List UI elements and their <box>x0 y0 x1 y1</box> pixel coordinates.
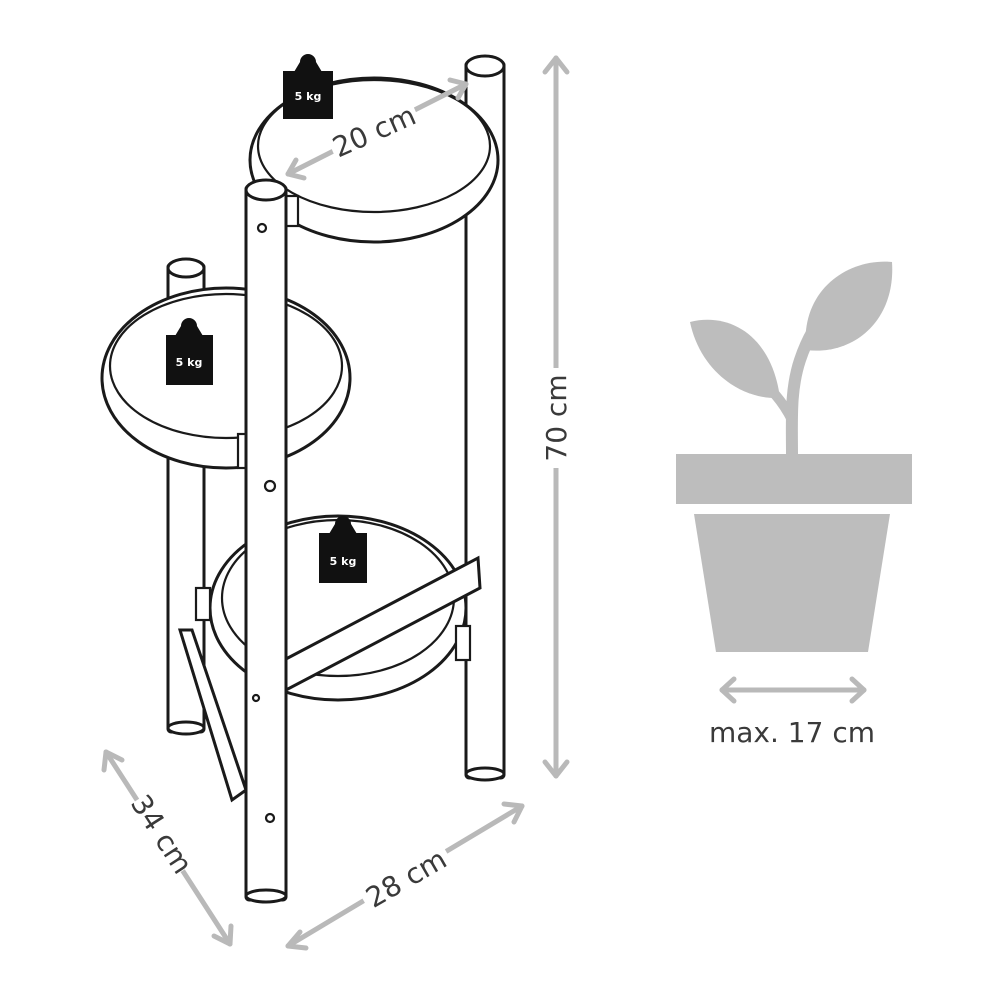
back-right-leg <box>464 54 506 782</box>
weight-label-bottom: 5 kg <box>330 555 357 568</box>
weight-label-middle: 5 kg <box>176 356 203 369</box>
plant-pot-icon <box>676 261 912 652</box>
pot-max-label: max. 17 cm <box>709 716 875 749</box>
pot-max-arrow <box>719 676 867 704</box>
front-leg <box>244 178 288 904</box>
weight-label-top: 5 kg <box>295 90 322 103</box>
weight-icon-middle: 5 kg <box>166 318 213 385</box>
weight-icon-top: 5 kg <box>283 54 333 119</box>
height-label: 70 cm <box>540 374 573 461</box>
middle-tray <box>100 286 352 470</box>
weight-icon-bottom: 5 kg <box>319 516 367 583</box>
